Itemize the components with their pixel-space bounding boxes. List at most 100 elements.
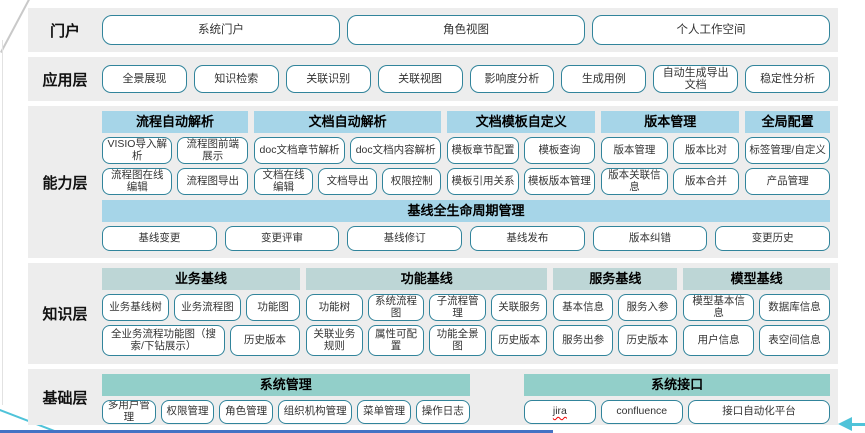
group: 服务基线基本信息服务入参服务出参历史版本	[553, 268, 678, 356]
button[interactable]: 服务出参	[553, 325, 613, 356]
button[interactable]: 版本管理	[601, 137, 668, 164]
button[interactable]: 变更评审	[224, 226, 340, 251]
group: 系统管理多用户管理权限管理角色管理组织机构管理菜单管理操作日志	[102, 374, 470, 424]
button[interactable]: 流程图在线编辑	[102, 168, 173, 195]
button[interactable]: 文档导出	[318, 168, 378, 195]
button-row: 系统门户角色视图个人工作空间	[102, 15, 830, 45]
button-row: 基本信息服务入参	[553, 294, 678, 321]
button[interactable]: 生成用例	[561, 65, 647, 93]
button[interactable]: 全景展现	[102, 65, 187, 93]
button-row: 基线变更变更评审基线修订基线发布版本纠错变更历史	[102, 226, 831, 251]
button[interactable]: 业务基线树	[102, 294, 170, 321]
button[interactable]: doc文档章节解析	[253, 137, 346, 164]
button[interactable]: 知识检索	[193, 65, 279, 93]
button[interactable]: 业务流程图	[174, 294, 242, 321]
button[interactable]: 版本纠错	[592, 226, 708, 251]
button[interactable]: 关联视图	[377, 65, 463, 93]
button[interactable]: 角色视图	[347, 15, 585, 45]
layer-band-knowledge: 知识层业务基线业务基线树业务流程图功能图全业务流程功能图（搜索/下钻展示）历史版…	[28, 263, 838, 364]
button[interactable]: 全业务流程功能图（搜索/下钻展示）	[102, 325, 225, 356]
button[interactable]: confluence	[600, 400, 683, 424]
button[interactable]: 模板章节配置	[447, 137, 519, 164]
button[interactable]: 角色管理	[219, 400, 274, 424]
group-header: 业务基线	[102, 268, 301, 290]
button[interactable]: 历史版本	[229, 325, 301, 356]
button[interactable]: 模板查询	[523, 137, 596, 164]
button-row: 模板章节配置模板查询	[447, 137, 596, 164]
button[interactable]: 权限管理	[160, 400, 215, 424]
button[interactable]: 功能树	[306, 294, 363, 321]
button[interactable]: VISIO导入解析	[102, 137, 173, 164]
button-row: 多用户管理权限管理角色管理组织机构管理菜单管理操作日志	[102, 400, 470, 424]
button[interactable]: 版本比对	[672, 137, 740, 164]
button[interactable]: 历史版本	[490, 325, 548, 356]
button[interactable]: 权限控制	[382, 168, 442, 195]
group-header: 流程自动解析	[102, 111, 248, 133]
button[interactable]: 个人工作空间	[592, 15, 830, 45]
button[interactable]: 组织机构管理	[278, 400, 353, 424]
button[interactable]: 用户信息	[683, 325, 755, 356]
button[interactable]: 系统门户	[102, 15, 340, 45]
button-row: VISIO导入解析流程图前端展示	[102, 137, 248, 164]
group: 全局配置标签管理/自定义产品管理	[745, 111, 831, 195]
group-header: 全局配置	[745, 111, 831, 133]
button[interactable]: doc文档内容解析	[350, 137, 442, 164]
button[interactable]: 文档在线编辑	[253, 168, 314, 195]
button[interactable]: 产品管理	[745, 168, 831, 195]
button[interactable]: 版本关联信息	[601, 168, 668, 195]
button[interactable]: 多用户管理	[102, 400, 156, 424]
layer-label-app: 应用层	[42, 71, 88, 89]
button[interactable]: 基线修订	[347, 226, 463, 251]
button[interactable]: 数据库信息	[759, 294, 831, 321]
button[interactable]: 关联业务规则	[306, 325, 363, 356]
layer-label-portal: 门户	[49, 22, 80, 40]
button[interactable]: 历史版本	[617, 325, 678, 356]
button[interactable]: 基本信息	[553, 294, 613, 321]
button[interactable]: 功能图	[246, 294, 301, 321]
button[interactable]: 模型基本信息	[683, 294, 755, 321]
button[interactable]: jira	[524, 400, 596, 424]
button[interactable]: 菜单管理	[357, 400, 411, 424]
button[interactable]: 子流程管理	[429, 294, 486, 321]
layer-content-app: 全景展现知识检索关联识别关联视图影响度分析生成用例自动生成导出文档稳定性分析	[102, 57, 838, 101]
groups-row: 业务基线业务基线树业务流程图功能图全业务流程功能图（搜索/下钻展示）历史版本功能…	[102, 268, 831, 356]
button[interactable]: 属性可配置	[367, 325, 425, 356]
button[interactable]: 标签管理/自定义	[745, 137, 831, 164]
button[interactable]: 影响度分析	[469, 65, 555, 93]
button[interactable]: 基线发布	[470, 226, 585, 251]
button-row: 文档在线编辑文档导出权限控制	[253, 168, 442, 195]
button[interactable]: 关联识别	[285, 65, 371, 93]
button[interactable]: 表空间信息	[759, 325, 831, 356]
layer-band-app: 应用层全景展现知识检索关联识别关联视图影响度分析生成用例自动生成导出文档稳定性分…	[28, 57, 838, 101]
button[interactable]: 变更历史	[715, 226, 831, 251]
button[interactable]: 服务入参	[617, 294, 678, 321]
button-row: 用户信息表空间信息	[683, 325, 831, 356]
button[interactable]: 模板引用关系	[447, 168, 519, 195]
button[interactable]: 操作日志	[415, 400, 470, 424]
button[interactable]: 基线变更	[102, 226, 217, 251]
button[interactable]: 流程图导出	[177, 168, 248, 195]
button[interactable]: 接口自动化平台	[687, 400, 830, 424]
button[interactable]: 模板版本管理	[523, 168, 596, 195]
group-header: 文档自动解析	[253, 111, 442, 133]
button[interactable]: 稳定性分析	[745, 65, 830, 93]
button[interactable]: 关联服务	[490, 294, 548, 321]
button-row: 全业务流程功能图（搜索/下钻展示）历史版本	[102, 325, 301, 356]
group-header: 系统接口	[524, 374, 830, 396]
button[interactable]: 流程图前端展示	[177, 137, 248, 164]
group: 业务基线业务基线树业务流程图功能图全业务流程功能图（搜索/下钻展示）历史版本	[102, 268, 301, 356]
button[interactable]: 功能全景图	[429, 325, 486, 356]
button[interactable]: 自动生成导出文档	[653, 65, 739, 93]
layer-band-portal: 门户 系统门户角色视图个人工作空间	[28, 8, 838, 52]
button-row: 流程图在线编辑流程图导出	[102, 168, 248, 195]
group-header: 服务基线	[553, 268, 678, 290]
group-header: 版本管理	[601, 111, 740, 133]
button[interactable]: 版本合并	[672, 168, 740, 195]
button[interactable]: 系统流程图	[367, 294, 425, 321]
left-arrow-icon	[851, 423, 865, 426]
